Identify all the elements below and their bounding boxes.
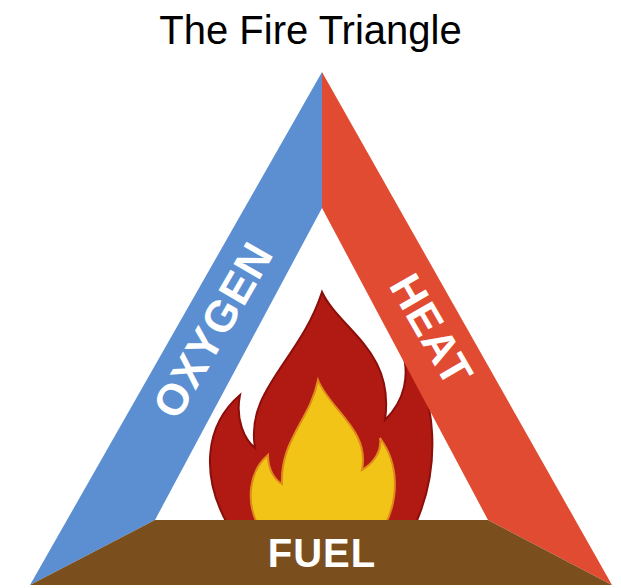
band-label: HEAT: [382, 267, 480, 393]
band-label: OXYGEN: [145, 235, 280, 425]
band-shape: [322, 72, 612, 585]
band-label: FUEL: [268, 533, 376, 573]
diagram-title: The Fire Triangle: [0, 6, 621, 54]
band-shape: [30, 520, 612, 585]
inner-flame: [251, 380, 395, 525]
outer-flame: [210, 292, 432, 525]
band-shape: [30, 72, 322, 585]
